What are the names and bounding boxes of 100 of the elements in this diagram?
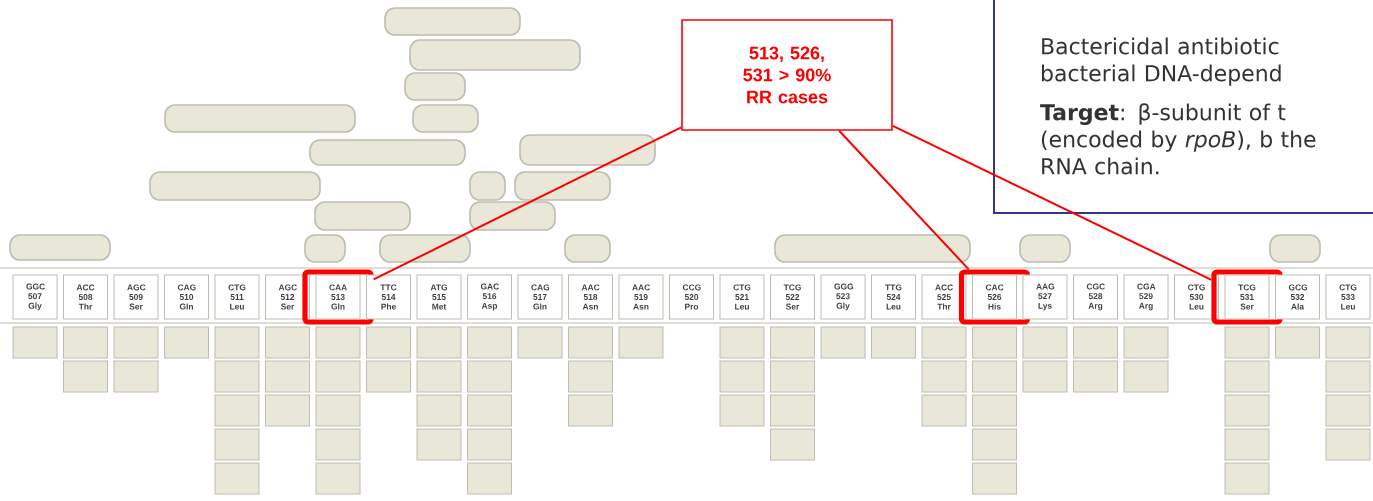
mutation-box bbox=[719, 326, 765, 359]
codon-box: CCG 520 Pro bbox=[669, 274, 714, 320]
mutation-box bbox=[770, 360, 815, 393]
mutation-box bbox=[12, 326, 58, 359]
mutation-box bbox=[113, 360, 159, 393]
info-box: Bactericidal antibiotic bacterial DNA-depend Target: β-subunit of t (encoded by rpoB), b the RNA chain. bbox=[993, 0, 1373, 214]
mutation-box bbox=[719, 394, 765, 427]
leader-line bbox=[372, 126, 683, 281]
mutation-box bbox=[770, 394, 815, 427]
insertion-deletion-box bbox=[519, 134, 656, 166]
codon-box: AAC 519 Asn bbox=[618, 274, 664, 320]
mutation-box bbox=[1325, 360, 1371, 393]
mutation-box bbox=[568, 326, 613, 359]
insertion-deletion-box bbox=[9, 234, 111, 261]
mutation-box bbox=[315, 394, 361, 427]
mutation-box bbox=[113, 326, 159, 359]
mutation-box bbox=[315, 326, 361, 359]
mutation-box bbox=[1224, 462, 1270, 495]
mutation-box bbox=[1325, 428, 1371, 461]
mutation-box bbox=[214, 326, 260, 359]
mutation-box bbox=[1325, 394, 1371, 427]
insertion-deletion-box bbox=[1019, 234, 1071, 263]
insertion-deletion-box bbox=[412, 104, 479, 133]
codon-box: TCG 531 Ser bbox=[1224, 274, 1270, 320]
mutation-box bbox=[921, 360, 967, 393]
mutation-box bbox=[315, 462, 361, 495]
codon-box: GAC 516 Asp bbox=[467, 274, 512, 320]
mutation-box bbox=[820, 326, 866, 359]
insertion-deletion-box bbox=[469, 201, 556, 231]
codon-box: AGC 509 Ser bbox=[113, 274, 159, 320]
mutation-box bbox=[719, 360, 765, 393]
codon-box: AAG 527 Lys bbox=[1022, 274, 1068, 320]
mutation-box bbox=[1224, 360, 1270, 393]
mutation-box bbox=[568, 360, 613, 393]
mutation-box bbox=[63, 326, 108, 359]
mutation-box bbox=[214, 394, 260, 427]
mutation-box bbox=[1073, 326, 1118, 359]
codon-box: GGG 523 Gly bbox=[820, 274, 866, 320]
insertion-deletion-box bbox=[304, 234, 346, 263]
mutation-box bbox=[1022, 326, 1068, 359]
mutation-box bbox=[265, 360, 310, 393]
codon-box: TCG 522 Ser bbox=[770, 274, 815, 320]
insertion-deletion-box bbox=[514, 171, 611, 201]
mutation-box bbox=[214, 360, 260, 393]
insertion-deletion-box bbox=[384, 7, 521, 36]
mutation-box bbox=[770, 428, 815, 461]
mutation-box bbox=[467, 428, 512, 461]
mutation-box bbox=[921, 326, 967, 359]
insertion-deletion-box bbox=[379, 234, 471, 263]
mutation-box bbox=[315, 360, 361, 393]
insertion-deletion-box bbox=[409, 39, 581, 71]
insertion-deletion-box bbox=[164, 104, 356, 133]
mutation-box bbox=[164, 326, 209, 359]
mutation-box bbox=[366, 326, 411, 359]
mutation-box bbox=[265, 394, 310, 427]
leader-line bbox=[838, 129, 970, 271]
codon-box: CTG 533 Leu bbox=[1325, 274, 1371, 320]
mutation-box bbox=[1022, 360, 1068, 393]
mutation-box bbox=[972, 394, 1017, 427]
mutation-box bbox=[1224, 394, 1270, 427]
codon-box: GCG 532 Ala bbox=[1275, 274, 1320, 320]
mutation-box bbox=[467, 360, 512, 393]
insertion-deletion-box bbox=[309, 139, 466, 166]
mutation-box bbox=[871, 326, 916, 359]
codon-box: ACC 525 Thr bbox=[921, 274, 967, 320]
codon-box: CGA 529 Arg bbox=[1123, 274, 1169, 320]
codon-box: AAC 518 Asn bbox=[568, 274, 613, 320]
mutation-box bbox=[1123, 326, 1169, 359]
codon-box: CAG 517 Gln bbox=[517, 274, 563, 320]
mutation-box bbox=[972, 326, 1017, 359]
insertion-deletion-box bbox=[314, 201, 411, 231]
codon-box: CAA 513 Gln bbox=[315, 274, 361, 320]
leader-line bbox=[891, 124, 1213, 281]
codon-box: ATG 515 Met bbox=[416, 274, 462, 320]
mutation-box bbox=[972, 462, 1017, 495]
mutation-box bbox=[1123, 360, 1169, 393]
mutation-box bbox=[416, 394, 462, 427]
mutation-box bbox=[517, 326, 563, 359]
codon-box: CAG 510 Gln bbox=[164, 274, 209, 320]
insertion-deletion-box bbox=[149, 171, 321, 201]
mutation-box bbox=[921, 394, 967, 427]
mutation-box bbox=[315, 428, 361, 461]
mutation-box bbox=[265, 326, 310, 359]
mutation-box bbox=[618, 326, 664, 359]
mutation-box bbox=[366, 360, 411, 393]
mutation-box bbox=[1073, 360, 1118, 393]
codon-box: GGC 507 Gly bbox=[12, 274, 58, 320]
mutation-box bbox=[568, 394, 613, 427]
mutation-box bbox=[467, 462, 512, 495]
codon-box: CGC 528 Arg bbox=[1073, 274, 1118, 320]
mutation-box bbox=[467, 394, 512, 427]
mutation-box bbox=[63, 360, 108, 393]
codon-box: ACC 508 Thr bbox=[63, 274, 108, 320]
mutation-box bbox=[416, 326, 462, 359]
callout-box: 513, 526, 531 > 90% RR cases bbox=[681, 19, 893, 131]
mutation-box bbox=[416, 428, 462, 461]
mutation-box bbox=[214, 462, 260, 495]
mutation-box bbox=[770, 326, 815, 359]
mutation-box bbox=[972, 428, 1017, 461]
codon-box: TTG 524 Leu bbox=[871, 274, 916, 320]
